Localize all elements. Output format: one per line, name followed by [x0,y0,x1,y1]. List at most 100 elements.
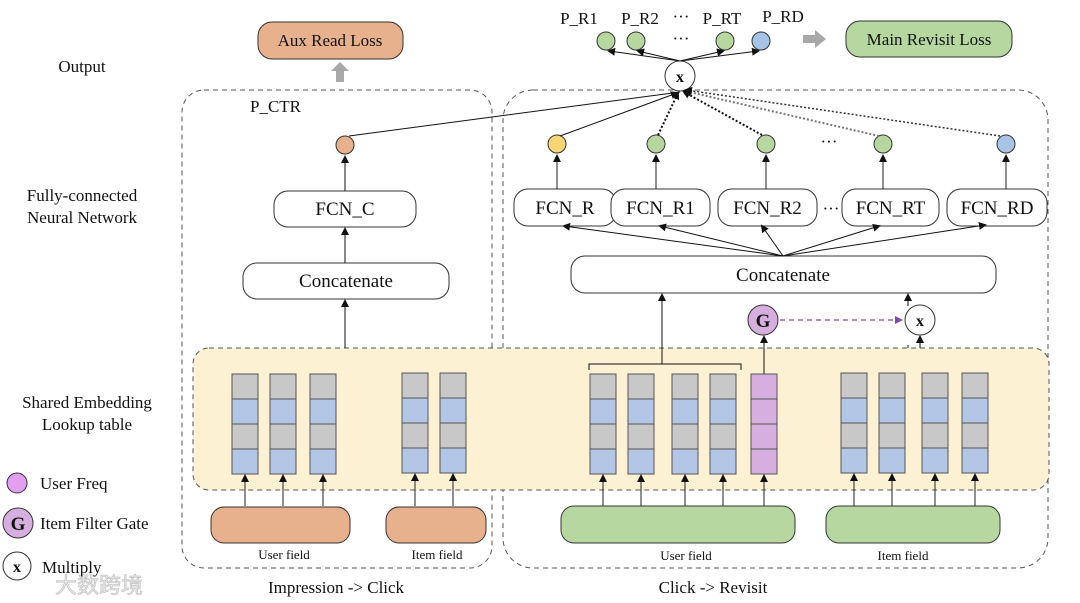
embedding-cell [671,448,699,475]
legend-multiply: Multiply [42,558,102,577]
embedding-cell [401,447,429,474]
embedding-cell [840,372,868,399]
embedding-cell [627,423,655,450]
watermark: 大数跨境 [55,574,143,599]
left-caption: Impression -> Click [268,578,405,597]
embedding-cell [750,398,778,425]
left-panel-border [181,89,493,569]
left-item-field-box [385,506,487,544]
p-r1-node [596,31,616,51]
left-user-embedding-column [231,373,259,475]
embedding-cell [709,373,737,400]
label-embedding-2: Lookup table [42,415,132,434]
fcn-r1-output-node [646,134,666,154]
legend: User Freq G Item Filter Gate x Multiply [2,472,149,581]
aux-read-loss-label: Aux Read Loss [278,31,383,50]
fcn-output-ellipsis: ··· [821,132,838,151]
embedding-cell [878,422,906,449]
fcn-r-output-node [547,134,567,154]
embedding-cell [231,373,259,400]
fcn-box-fcn-rt [841,188,940,227]
embedding-cell [627,448,655,475]
embedding-cell [589,398,617,425]
fcn-label-fcn-rt: FCN_RT [856,198,926,219]
right-item-embedding-column [840,372,868,474]
embedding-cell [961,372,989,399]
fcn-rd-output-node [996,134,1016,154]
embedding-cell [401,422,429,449]
embedding-cell [627,373,655,400]
fcn-box-fcn-rd [946,188,1048,227]
right-user-embedding-column [709,373,737,475]
embedding-cell [589,423,617,450]
embedding-cell [671,423,699,450]
fcn-label-fcn-r2: FCN_R2 [733,198,802,219]
embedding-cell [309,448,337,475]
embedding-cell [878,447,906,474]
fcn-label-fcn-r: FCN_R [535,198,594,219]
left-user-field-box [210,506,351,544]
gate-legend-symbol: G [11,514,26,535]
label-fcn-2: Neural Network [27,208,137,227]
embedding-cell [231,423,259,450]
embedding-cell [921,372,949,399]
left-concatenate-label: Concatenate [299,271,393,292]
label-embedding-1: Shared Embedding [22,393,152,412]
aux-read-loss-box [257,21,404,60]
embedding-cell [439,397,467,424]
embedding-cell [269,423,297,450]
embedding-cell [750,448,778,475]
embedding-cell [231,448,259,475]
multiply-node-symbol: x [676,69,684,86]
user-freq-embedding-column [750,373,778,475]
embedding-cell [401,397,429,424]
embedding-cell [878,372,906,399]
embedding-cell [269,398,297,425]
p-r2-node [626,31,646,51]
right-user-embedding-column [627,373,655,475]
embedding-cell [439,372,467,399]
embedding-cell [589,373,617,400]
right-item-embedding-column [921,372,949,474]
legend-user-freq: User Freq [40,474,108,493]
label-fcn-1: Fully-connected [27,186,138,205]
gate-legend-icon [2,507,34,539]
embedding-cell [750,373,778,400]
right-user-field-label: User field [660,548,712,563]
embedding-cell [840,397,868,424]
fcn-ellipsis: ··· [823,199,840,218]
embedding-cell [961,397,989,424]
left-item-embedding-column [401,372,429,474]
multiply-legend-icon [2,551,32,581]
embedding-cell [921,397,949,424]
left-user-field-label: User field [258,547,310,562]
right-arrow-icon [803,30,826,48]
fcn-c-label: FCN_C [315,199,374,220]
embedding-cell [750,423,778,450]
label-output: Output [58,57,106,76]
multiply-node [664,60,696,92]
right-panel-border [502,89,1049,569]
p-rt-node [715,31,735,51]
output-label-ellipsis: ··· [673,7,690,26]
embedding-cell [269,448,297,475]
embedding-cell [878,397,906,424]
right-user-embedding-column [671,373,699,475]
left-item-embedding-column [439,372,467,474]
embedding-cell [269,373,297,400]
output-label-p-rt: P_RT [703,9,742,28]
gate-node-symbol: G [756,311,771,332]
p-ctr-node [335,135,355,155]
output-label-p-r2: P_R2 [621,9,659,28]
embedding-cell [709,448,737,475]
output-label-p-r1: P_R1 [560,9,598,28]
fcn-label-fcn-r1: FCN_R1 [626,198,695,219]
embedding-cell [309,373,337,400]
right-caption: Click -> Revisit [659,578,768,597]
embedding-cell [840,447,868,474]
embedding-cell [961,422,989,449]
embedding-cell [671,373,699,400]
multiply-legend-symbol: x [13,559,21,576]
